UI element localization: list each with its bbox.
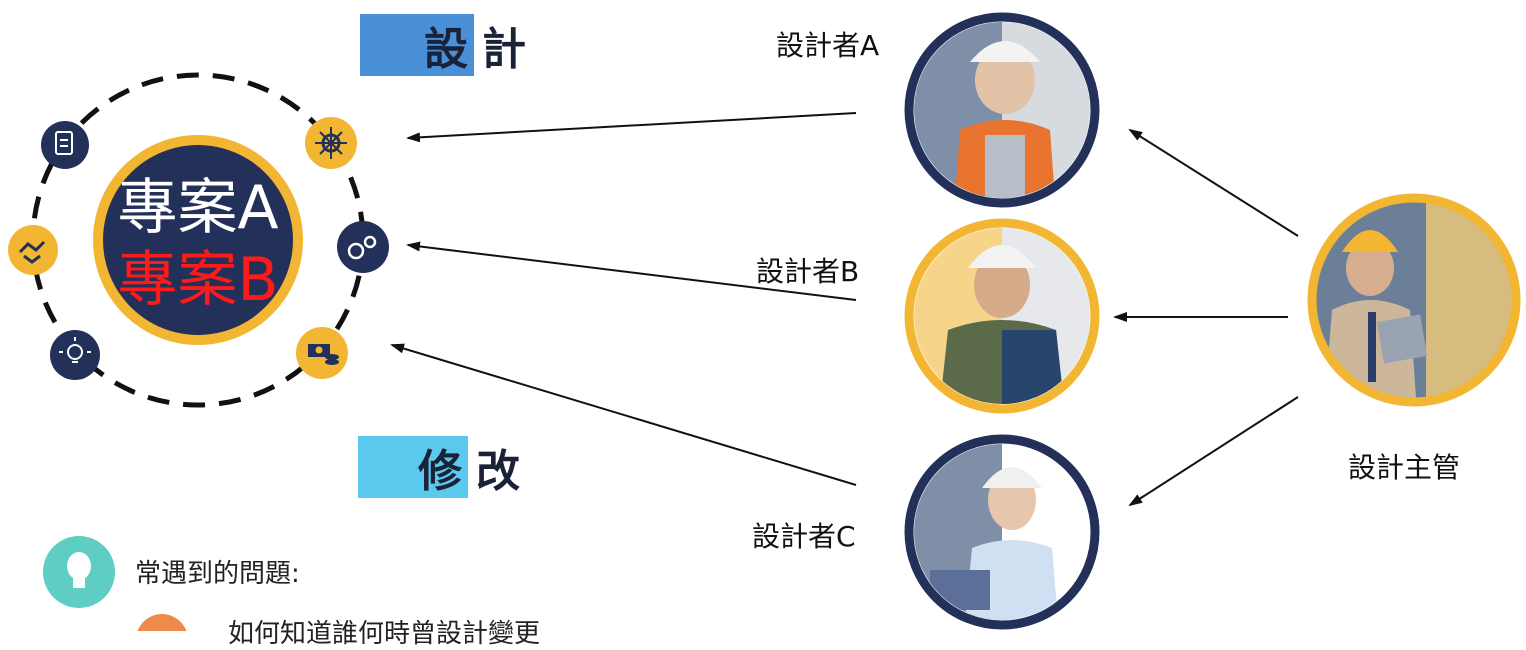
arrow-manager-to-designer-a — [1128, 128, 1299, 237]
number-one-badge-icon — [137, 614, 187, 631]
network-gear-icon — [305, 117, 357, 169]
document-icon — [41, 121, 89, 169]
design-title: 設 計 — [360, 14, 526, 76]
designer-a-label: 設計者A — [776, 29, 880, 62]
arrow-designer-b-to-project — [406, 241, 857, 301]
designer-a-avatar — [904, 12, 1100, 208]
diagram-canvas — [8, 12, 1521, 631]
modify-title-rest: 改 — [476, 446, 520, 497]
designer-b-label: 設計者B — [756, 255, 860, 288]
gears-icon — [337, 221, 389, 273]
project-circle — [93, 135, 303, 345]
notes-heading: 常遇到的問題: — [135, 559, 300, 589]
design-title-highlight: 設 — [360, 14, 474, 76]
manager-avatar — [1307, 193, 1521, 407]
project-b-label: 專案B — [117, 245, 279, 315]
arrow-designer-a-to-project — [406, 112, 857, 143]
design-title-rest: 計 — [482, 24, 526, 75]
money-coins-icon — [296, 327, 348, 379]
lightbulb-bullet-icon — [43, 536, 115, 608]
arrow-designer-c-to-project — [390, 343, 857, 486]
manager-label: 設計主管 — [1348, 451, 1461, 484]
arrow-manager-to-designer-c — [1128, 396, 1299, 507]
handshake-icon — [8, 225, 58, 275]
designer-b-avatar — [904, 218, 1100, 414]
project-a-label: 專案A — [117, 173, 279, 243]
designer-c-avatar — [904, 434, 1100, 630]
modify-title-highlight: 修 — [358, 436, 468, 498]
lightbulb-icon — [50, 330, 100, 380]
notes-item-1: 如何知道誰何時曾設計變更 — [228, 619, 541, 649]
modify-title: 修 改 — [358, 436, 520, 498]
designer-c-label: 設計者C — [752, 520, 856, 553]
